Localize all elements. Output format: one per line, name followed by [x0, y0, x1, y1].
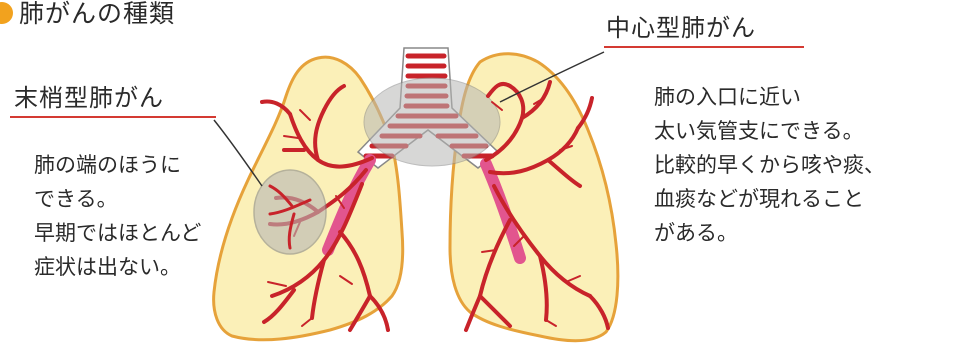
central-desc-line-5: がある。 [654, 216, 885, 250]
central-desc-line-2: 太い気管支にできる。 [654, 114, 885, 148]
central-underline [604, 46, 804, 48]
peripheral-desc-line-3: 早期ではほとんど [34, 216, 201, 250]
peripheral-pointer [214, 120, 262, 186]
peripheral-description: 肺の端のほうに できる。 早期ではほとんど 症状は出ない。 [34, 148, 201, 284]
peripheral-desc-line-2: できる。 [34, 182, 201, 216]
peripheral-desc-line-4: 症状は出ない。 [34, 250, 201, 284]
peripheral-desc-line-1: 肺の端のほうに [34, 148, 201, 182]
central-description: 肺の入口に近い 太い気管支にできる。 比較的早くから咳や痰、 血痰などが現れるこ… [654, 80, 885, 250]
central-tumor [364, 78, 500, 166]
central-desc-line-4: 血痰などが現れること [654, 182, 885, 216]
central-desc-line-3: 比較的早くから咳や痰、 [654, 148, 885, 182]
peripheral-label: 末梢型肺がん [14, 78, 164, 113]
central-label: 中心型肺がん [606, 8, 756, 43]
central-desc-line-1: 肺の入口に近い [654, 80, 885, 114]
peripheral-underline [10, 116, 216, 118]
